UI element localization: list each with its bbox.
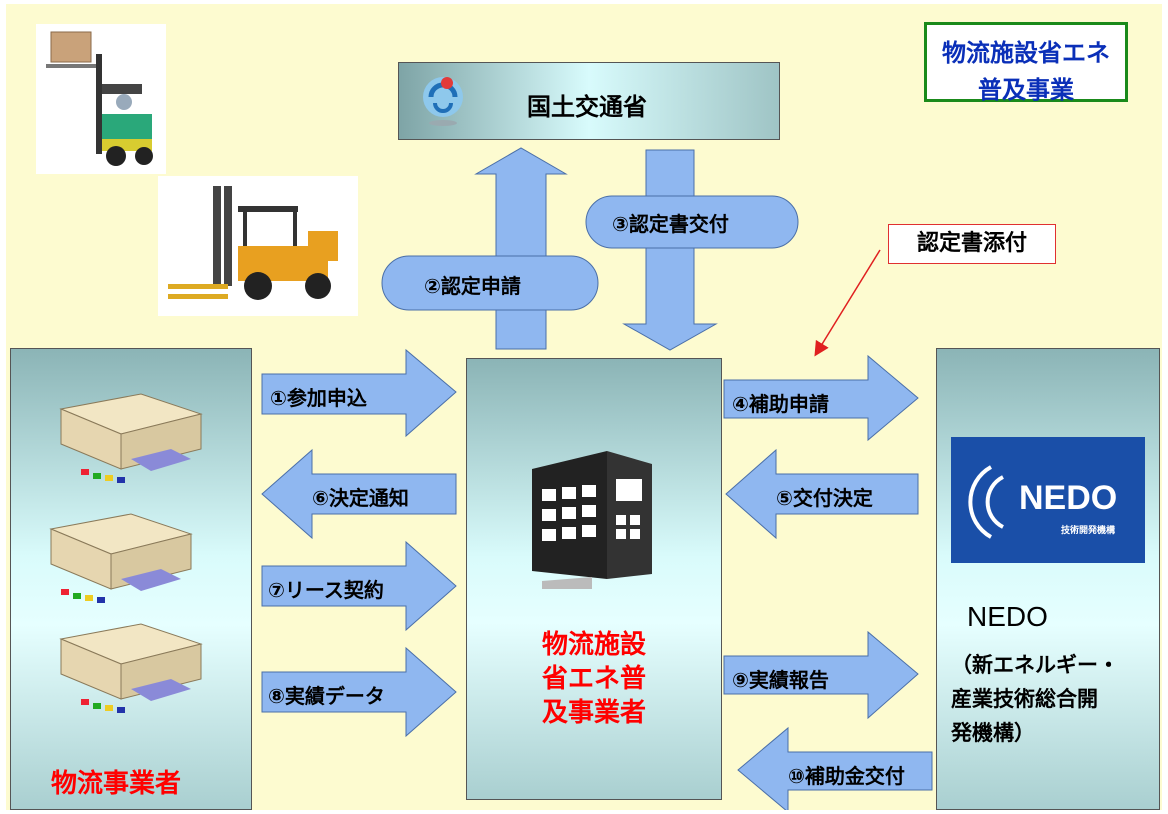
callout-label: 認定書添付 bbox=[916, 230, 1027, 255]
callout-arrow bbox=[814, 249, 881, 357]
pill-step3 bbox=[585, 195, 799, 249]
nedo-logo-sub: 技術開発機構 bbox=[1061, 525, 1116, 535]
nedo-box: NEDO 技術開発機構 NEDO （新エネルギー・ 産業技術総合開 発機構） bbox=[936, 348, 1160, 810]
label-step2: ②認定申請 bbox=[424, 276, 521, 298]
arrow-left-step6 bbox=[261, 448, 457, 540]
forklift-photo-2 bbox=[158, 176, 358, 316]
label-step10: ⑩補助金交付 bbox=[788, 766, 905, 788]
ministry-logo bbox=[417, 73, 469, 129]
center-line-3: 及事業者 bbox=[541, 697, 646, 727]
warehouse-icon bbox=[41, 619, 221, 719]
arrow-down-step3 bbox=[622, 149, 718, 351]
arrow-right-step7 bbox=[261, 540, 457, 632]
center-operator-box: 物流施設 省エネ普 及事業者 bbox=[466, 358, 722, 800]
nedo-logo: NEDO 技術開発機構 bbox=[951, 437, 1145, 563]
label-step8: ⑧実績データ bbox=[268, 686, 385, 708]
arrow-left-step5 bbox=[725, 448, 919, 540]
nedo-desc-line-3: 発機構） bbox=[951, 722, 1035, 745]
nedo-name: NEDO bbox=[967, 601, 1048, 632]
title-line-1: 物流施設省エネ bbox=[942, 40, 1110, 67]
center-line-2: 省エネ普 bbox=[541, 663, 646, 693]
pill-step2 bbox=[381, 255, 599, 311]
ministry-box: 国土交通省 bbox=[398, 62, 780, 140]
warehouse-icon bbox=[41, 389, 221, 489]
ministry-label: 国土交通省 bbox=[527, 94, 647, 121]
nedo-desc-line-1: （新エネルギー・ bbox=[951, 654, 1119, 677]
arrow-right-step4 bbox=[723, 354, 919, 442]
label-step9: ⑨実績報告 bbox=[732, 670, 829, 692]
nedo-logo-text: NEDO bbox=[1019, 479, 1118, 517]
nedo-desc-line-2: 産業技術総合開 bbox=[951, 688, 1098, 711]
label-step7: ⑦リース契約 bbox=[268, 580, 384, 602]
logistics-operator-box: 物流事業者 bbox=[10, 348, 252, 810]
arrow-right-step1 bbox=[261, 348, 457, 438]
label-step3: ③認定書交付 bbox=[612, 214, 729, 236]
warehouse-icon bbox=[31, 509, 211, 609]
arrow-right-step9 bbox=[723, 630, 919, 720]
label-step6: ⑥決定通知 bbox=[312, 488, 409, 510]
diagram-canvas: 物流施設省エネ 普及事業 国土交通省 bbox=[6, 4, 1162, 810]
logistics-operator-label: 物流事業者 bbox=[51, 768, 182, 798]
label-step5: ⑤交付決定 bbox=[776, 488, 873, 510]
center-line-1: 物流施設 bbox=[541, 629, 646, 659]
arrow-right-step8 bbox=[261, 646, 457, 738]
arrow-layer bbox=[261, 147, 933, 810]
arrow-left-step10 bbox=[737, 726, 933, 810]
building-icon bbox=[522, 449, 662, 589]
title-box: 物流施設省エネ 普及事業 bbox=[924, 22, 1128, 104]
callout-box: 認定書添付 bbox=[888, 224, 1056, 264]
label-step4: ④補助申請 bbox=[732, 394, 829, 416]
arrow-up-step2 bbox=[474, 147, 568, 350]
forklift-photo-1 bbox=[36, 24, 166, 174]
title-line-2: 普及事業 bbox=[978, 77, 1074, 104]
label-step1: ①参加申込 bbox=[270, 388, 367, 410]
